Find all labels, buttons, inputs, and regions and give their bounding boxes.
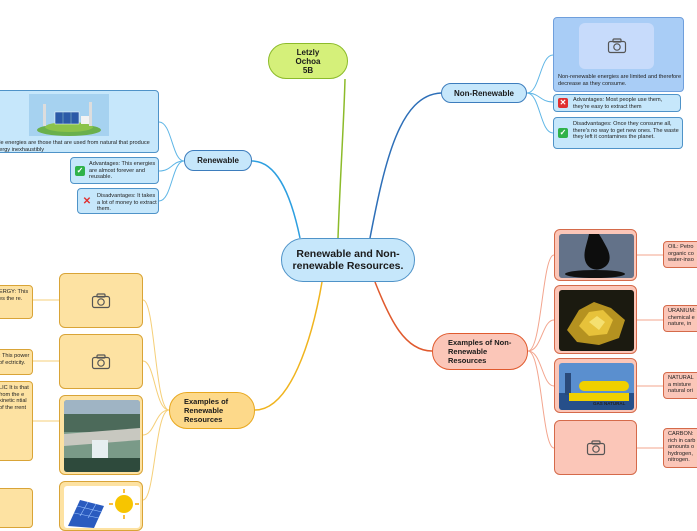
solar-image-card[interactable] — [59, 481, 143, 531]
uranium-text: URANIUM: chemical e nature, in — [668, 308, 696, 328]
advantages-text: Advantages: Most people use them, they'r… — [573, 97, 663, 110]
uranium-image — [559, 290, 634, 351]
oil-text-card[interactable]: OIL: Petro organic co water-inso — [663, 241, 697, 268]
carbon-text-card[interactable]: CARBON: rich in carb amounts o hydrogen,… — [663, 428, 697, 468]
check-icon: ✓ — [75, 166, 85, 176]
definition-text: Non-renewable energies are limited and t… — [558, 74, 682, 87]
hydroelectric-text: LIC It is that from the e kinetic ntial … — [0, 385, 29, 411]
link-nonren-dis — [526, 92, 554, 134]
hydroelectric-dam-image — [64, 400, 140, 472]
link-renewable — [251, 160, 301, 239]
author-node[interactable]: Letzly Ochoa 5B — [268, 43, 348, 79]
renewable-example-2-text: : This power of ectricity. — [0, 353, 30, 366]
image-placeholder — [579, 23, 654, 69]
natural-gas-image — [559, 363, 634, 410]
link-author — [337, 78, 346, 239]
oil-image — [559, 234, 634, 278]
non-renewable-definition-card[interactable]: Non-renewable energies are limited and t… — [553, 17, 684, 92]
uranium-text-card[interactable]: URANIUM: chemical e nature, in — [663, 305, 697, 332]
non-renewable-advantages-card[interactable]: ✕ Advantages: Most people use them, they… — [553, 94, 681, 112]
carbon-image-placeholder[interactable] — [554, 420, 637, 475]
solar-text-card[interactable] — [0, 488, 33, 528]
natural-gas-image-card[interactable]: GAS NATURAL — [554, 358, 637, 413]
disadvantages-text: Disadvantages: Once they consume all, th… — [573, 121, 679, 141]
cross-icon: ✕ — [82, 196, 92, 207]
uranium-image-card[interactable] — [554, 285, 637, 354]
renewable-example-2-text-card[interactable]: : This power of ectricity. — [0, 349, 33, 375]
renewable-example-1-text-card[interactable]: ERGY: This es the re. — [0, 285, 33, 319]
link-nonren-def — [526, 54, 554, 94]
non-renewable-node[interactable]: Non-Renewable — [441, 83, 527, 103]
link-examples-ren — [254, 281, 323, 411]
central-topic[interactable]: Renewable and Non-renewable Resources. — [281, 238, 415, 282]
examples-renewable-node[interactable]: Examples of Renewable Resources — [169, 392, 255, 429]
natural-gas-text: NATURAL a mixture natural ori — [668, 375, 694, 395]
renewable-node[interactable]: Renewable — [184, 150, 252, 171]
disadvantages-text: Disadvantages: It takes a lot of money t… — [97, 193, 157, 213]
hydroelectric-image-card[interactable] — [59, 395, 143, 475]
renewable-definition-card[interactable]: able energies are those that are used fr… — [0, 90, 159, 153]
renewable-example-1-image[interactable] — [59, 273, 143, 328]
definition-text: able energies are those that are used fr… — [0, 140, 150, 153]
examples-non-renewable-node[interactable]: Examples of Non-Renewable Resources — [432, 333, 528, 370]
cross-icon: ✕ — [558, 98, 568, 108]
natural-gas-text-card[interactable]: NATURAL a mixture natural ori — [663, 372, 697, 399]
link-non-renewable — [369, 92, 442, 239]
camera-icon — [91, 353, 111, 369]
renewable-advantages-card[interactable]: ✓ Advantages: This energies are almost f… — [70, 157, 159, 184]
non-renewable-disadvantages-card[interactable]: ✓ Disadvantages: Once they consume all, … — [553, 117, 683, 149]
renewable-energy-image — [29, 94, 109, 136]
oil-text: OIL: Petro organic co water-inso — [668, 244, 694, 264]
renewable-disadvantages-card[interactable]: ✕ Disadvantages: It takes a lot of money… — [77, 188, 159, 214]
link-ren-def — [158, 121, 185, 162]
link-ren-dis — [158, 160, 185, 202]
camera-icon — [607, 38, 626, 54]
camera-icon — [91, 292, 111, 308]
camera-icon — [586, 439, 605, 455]
link-examples-nonren — [374, 281, 433, 352]
advantages-text: Advantages: This energies are almost for… — [89, 161, 156, 181]
solar-panel-image — [64, 486, 140, 528]
hydroelectric-text-card[interactable]: LIC It is that from the e kinetic ntial … — [0, 381, 33, 461]
check-icon: ✓ — [558, 128, 568, 138]
natural-gas-caption: GAS NATURAL — [593, 401, 626, 406]
renewable-example-1-text: ERGY: This es the re. — [0, 289, 29, 302]
connection-lines — [33, 54, 663, 501]
carbon-text: CARBON: rich in carb amounts o hydrogen,… — [668, 431, 696, 464]
oil-image-card[interactable] — [554, 229, 637, 281]
renewable-example-2-image[interactable] — [59, 334, 143, 389]
